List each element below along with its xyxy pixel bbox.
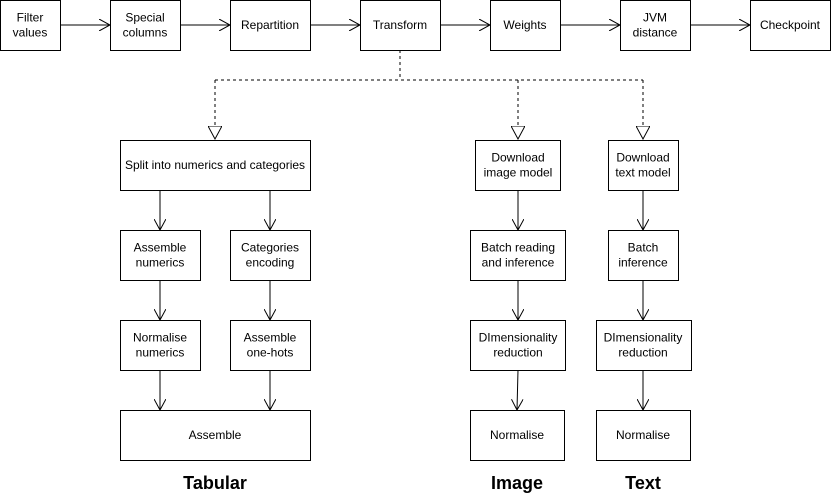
transform-branch-edges — [215, 50, 643, 139]
node-text-normalise[interactable]: Normalise — [596, 410, 691, 461]
section-label-tabular: Tabular — [183, 473, 247, 493]
node-checkpoint-label: Checkpoint — [760, 18, 821, 32]
node-repartition[interactable]: Repartition — [230, 0, 311, 51]
node-transform-label: Transform — [373, 18, 427, 32]
section-label-text: Text — [625, 473, 661, 493]
node-transform[interactable]: Transform — [360, 0, 441, 51]
section-label-image: Image — [491, 473, 543, 493]
node-weights-label: Weights — [503, 18, 546, 32]
node-text-normalise-label: Normalise — [616, 428, 670, 442]
edge-image-dim-to-normalise — [517, 369, 518, 410]
node-image-normalise-label: Normalise — [490, 428, 544, 442]
node-assemble-label: Assemble — [189, 428, 242, 442]
node-checkpoint[interactable]: Checkpoint — [750, 0, 831, 51]
node-weights[interactable]: Weights — [490, 0, 561, 51]
node-assemble[interactable]: Assemble — [120, 410, 311, 461]
node-split-numerics-categories[interactable]: Split into numerics and categories — [120, 140, 311, 191]
image-edges — [517, 190, 518, 410]
tabular-edges — [160, 190, 270, 410]
node-image-normalise[interactable]: Normalise — [470, 410, 565, 461]
node-repartition-label: Repartition — [241, 18, 299, 32]
node-split-label: Split into numerics and categories — [125, 158, 305, 172]
